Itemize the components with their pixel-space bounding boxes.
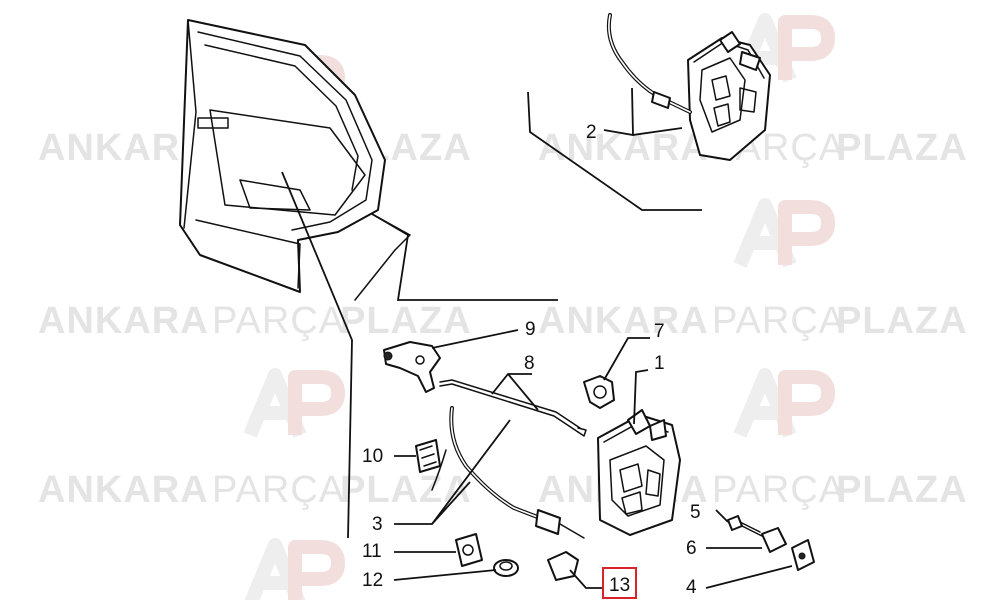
lock-top-leader-line	[527, 91, 702, 211]
callout-3: 3	[372, 514, 383, 535]
callout-13-highlight-box	[602, 567, 637, 599]
callout-13-leader	[569, 569, 603, 589]
callout-10: 10	[362, 446, 383, 467]
watermark-text-row: ANKARA PARÇA PLAZA ANKARA PARÇA PLAZA	[38, 469, 968, 511]
callout-4-leader	[705, 565, 793, 589]
callout-8-leader	[491, 373, 539, 411]
watermark-logo	[733, 198, 835, 268]
callout-12: 12	[362, 570, 383, 591]
callout-1-leader	[633, 369, 649, 425]
callout-5: 5	[690, 502, 701, 523]
callout-2: 2	[586, 122, 597, 143]
part-3-cable	[431, 406, 585, 539]
callout-4: 4	[686, 577, 697, 598]
part-8-rod	[439, 379, 587, 437]
part-4-plate	[791, 539, 815, 571]
callout-9-leader	[431, 329, 519, 349]
part-10-grommet	[415, 439, 441, 473]
watermark-brand-left: ANKARA	[38, 300, 209, 342]
watermark-logo	[244, 538, 345, 600]
part-11-clip	[455, 533, 483, 567]
watermark-brand-right: PLAZA	[340, 469, 472, 511]
watermark-text-row: ANKARA PARÇA PLAZA ANKARA PARÇA PLAZA	[38, 127, 968, 169]
watermark-brand-left: ANKARA	[38, 127, 209, 169]
part-13-cap	[547, 551, 579, 581]
watermark-layer: ANKARA PARÇA PLAZA ANKARA PARÇA PLAZA AN…	[38, 13, 968, 600]
watermark-brand-left: ANKARA	[38, 469, 209, 511]
watermark-logo	[733, 368, 835, 438]
part-6-striker	[761, 527, 787, 553]
callout-9: 9	[525, 319, 536, 340]
door-lock-assembly-top	[606, 13, 771, 161]
watermark-brand-right: PLAZA	[836, 127, 968, 169]
watermark-brand-right: PLAZA	[340, 300, 472, 342]
callout-7-leader	[603, 337, 650, 381]
callout-5-leader	[715, 509, 729, 523]
callout-13: 13	[609, 575, 630, 596]
part-12-bushing	[493, 559, 519, 577]
part-9-bracket	[383, 341, 441, 393]
door-lock-assembly	[597, 409, 681, 536]
watermark-logo	[243, 368, 345, 438]
watermark-brand-right: PLAZA	[836, 300, 968, 342]
part-7-clip	[583, 375, 615, 409]
callout-11: 11	[362, 541, 382, 562]
callout-2-leader	[603, 87, 683, 137]
watermark-brand-right: PLAZA	[836, 469, 968, 511]
door-leader-line	[371, 213, 558, 301]
callout-12-leader	[393, 569, 497, 581]
door-leader-line	[281, 171, 353, 539]
watermark-brand-mid: PARÇA	[212, 300, 345, 342]
watermark-text-row: ANKARA PARÇA PLAZA ANKARA PARÇA PLAZA	[38, 300, 968, 342]
callout-leaders	[393, 329, 793, 589]
part-5-screw	[727, 515, 763, 537]
watermark-brand-mid: PARÇA	[712, 300, 845, 342]
callout-1: 1	[654, 353, 665, 374]
callout-3-leader	[394, 419, 511, 525]
watermark-brand-left: ANKARA	[538, 300, 709, 342]
callout-7: 7	[654, 321, 665, 342]
callout-6: 6	[686, 538, 697, 559]
door-panel-illustration	[179, 19, 411, 301]
watermark-brand-mid: PARÇA	[712, 469, 845, 511]
callout-numbers: 2 9 7 8 1 10 3 11 12 5 6 4 13	[362, 122, 701, 599]
callout-8: 8	[524, 353, 535, 374]
watermark-brand-mid: PARÇA	[212, 469, 345, 511]
